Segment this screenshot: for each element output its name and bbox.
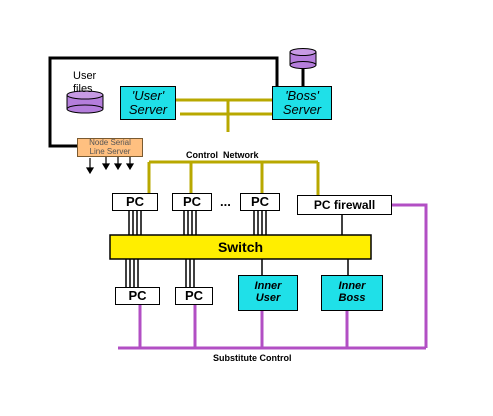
firewall-switch-line: [288, 215, 343, 237]
pc-top-2[interactable]: PC: [172, 193, 212, 211]
bottom-pc-switch-wires: [125, 259, 349, 287]
control-network: [147, 98, 320, 195]
serial-line-server-box[interactable]: Node Serial Line Server: [77, 138, 143, 157]
inner-user-box[interactable]: Inner User: [238, 275, 298, 311]
boss-server-label-line2: Server: [282, 102, 322, 117]
pc-bottom-2[interactable]: PC: [175, 287, 213, 305]
pc-top-1[interactable]: PC: [112, 193, 158, 211]
inner-user-label-line1: Inner: [254, 280, 282, 293]
substitute-control-network: [118, 203, 428, 350]
user-files-label: User files: [73, 70, 96, 95]
switch-bar: [109, 234, 372, 260]
user-server-label-line1: 'User': [131, 88, 165, 104]
inner-boss-box[interactable]: Inner Boss: [321, 275, 383, 311]
substitute-control-label: Substitute Control: [213, 353, 292, 363]
serial-output-arrows: [85, 156, 135, 175]
user-files-label-line2: files: [73, 82, 93, 95]
user-files-db-icon: [66, 90, 104, 114]
user-server-box[interactable]: 'User' Server: [120, 86, 176, 120]
pc-bottom-1[interactable]: PC: [115, 287, 160, 305]
user-server-label-line2: Server: [128, 102, 168, 117]
boss-db-icon: [289, 48, 317, 69]
inner-boss-label-line2: Boss: [338, 292, 366, 304]
pc-firewall[interactable]: PC firewall: [297, 195, 392, 215]
pc-top-3[interactable]: PC: [240, 193, 280, 211]
boss-server-label-line1: 'Boss': [285, 88, 319, 104]
serial-line-server-label-line2: Line Server: [89, 146, 131, 156]
inner-boss-label-line1: Inner: [338, 280, 366, 293]
switch-label: Switch: [217, 239, 264, 255]
user-files-label-line1: User: [73, 70, 97, 82]
boss-server-box[interactable]: 'Boss' Server: [272, 86, 332, 120]
pc-ellipsis: ...: [220, 194, 231, 209]
control-network-label: Control Network: [186, 150, 259, 160]
serial-line-server-label-line1: Node Serial: [89, 138, 131, 148]
top-pc-switch-wires: [128, 211, 267, 235]
inner-user-label-line2: User: [255, 292, 281, 304]
